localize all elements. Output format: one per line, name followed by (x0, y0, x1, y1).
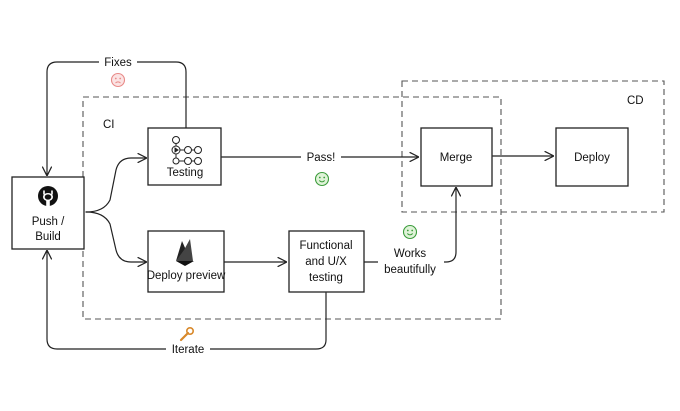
firebase-icon (176, 239, 194, 266)
deploy-node (555, 127, 629, 187)
fixes-label-bg (99, 53, 137, 69)
functional-testing-label-line2: and U/X (305, 256, 347, 268)
merge-node (420, 127, 493, 187)
sad-face-icon (110, 72, 126, 88)
fixes-label: Fixes (104, 57, 132, 69)
pass-label: Pass! (307, 152, 336, 164)
merge-label: Merge (440, 152, 473, 164)
works-label-bg (378, 244, 444, 278)
works-label-line1: Works (394, 248, 427, 260)
wrench-icon (179, 326, 195, 342)
cd-region (401, 80, 665, 213)
actions-workflow-icon (171, 136, 202, 165)
happy-face-icon (314, 171, 330, 187)
functional-testing-label-line3: testing (309, 272, 343, 284)
build-to-preview-arrow (85, 211, 146, 262)
testing-label: Testing (167, 167, 203, 179)
iterate-label: Iterate (172, 344, 205, 356)
github-icon (38, 186, 58, 206)
build-to-testing-arrow (85, 158, 146, 213)
ci-region-label: CI (103, 119, 115, 131)
works-arrow (363, 188, 456, 263)
functional-testing-label-line1: Functional (299, 240, 352, 252)
deploy-label: Deploy (574, 152, 610, 164)
cd-region-label: CD (627, 95, 644, 107)
works-label-line2: beautifully (384, 264, 436, 276)
testing-node (147, 127, 222, 186)
functional-testing-node (288, 230, 365, 293)
happy-face-icon (402, 224, 418, 240)
push-build-label-line2: Build (35, 231, 61, 243)
pass-label-bg (301, 149, 341, 165)
push-build-label-line1: Push / (32, 216, 65, 228)
iterate-label-bg (166, 341, 210, 357)
deploy-preview-label: Deploy preview (147, 270, 226, 282)
